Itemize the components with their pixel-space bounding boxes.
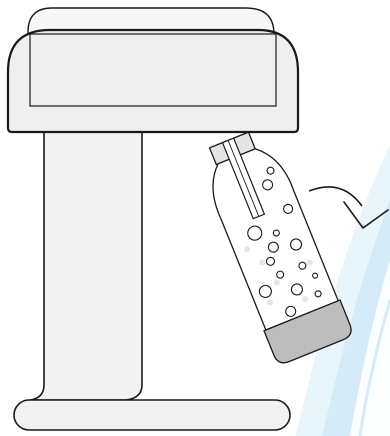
curved-arrow-shaft	[309, 187, 362, 206]
machine-column	[30, 120, 142, 400]
bottle	[193, 124, 354, 366]
machine-head	[8, 30, 298, 132]
machine-base	[14, 400, 290, 430]
